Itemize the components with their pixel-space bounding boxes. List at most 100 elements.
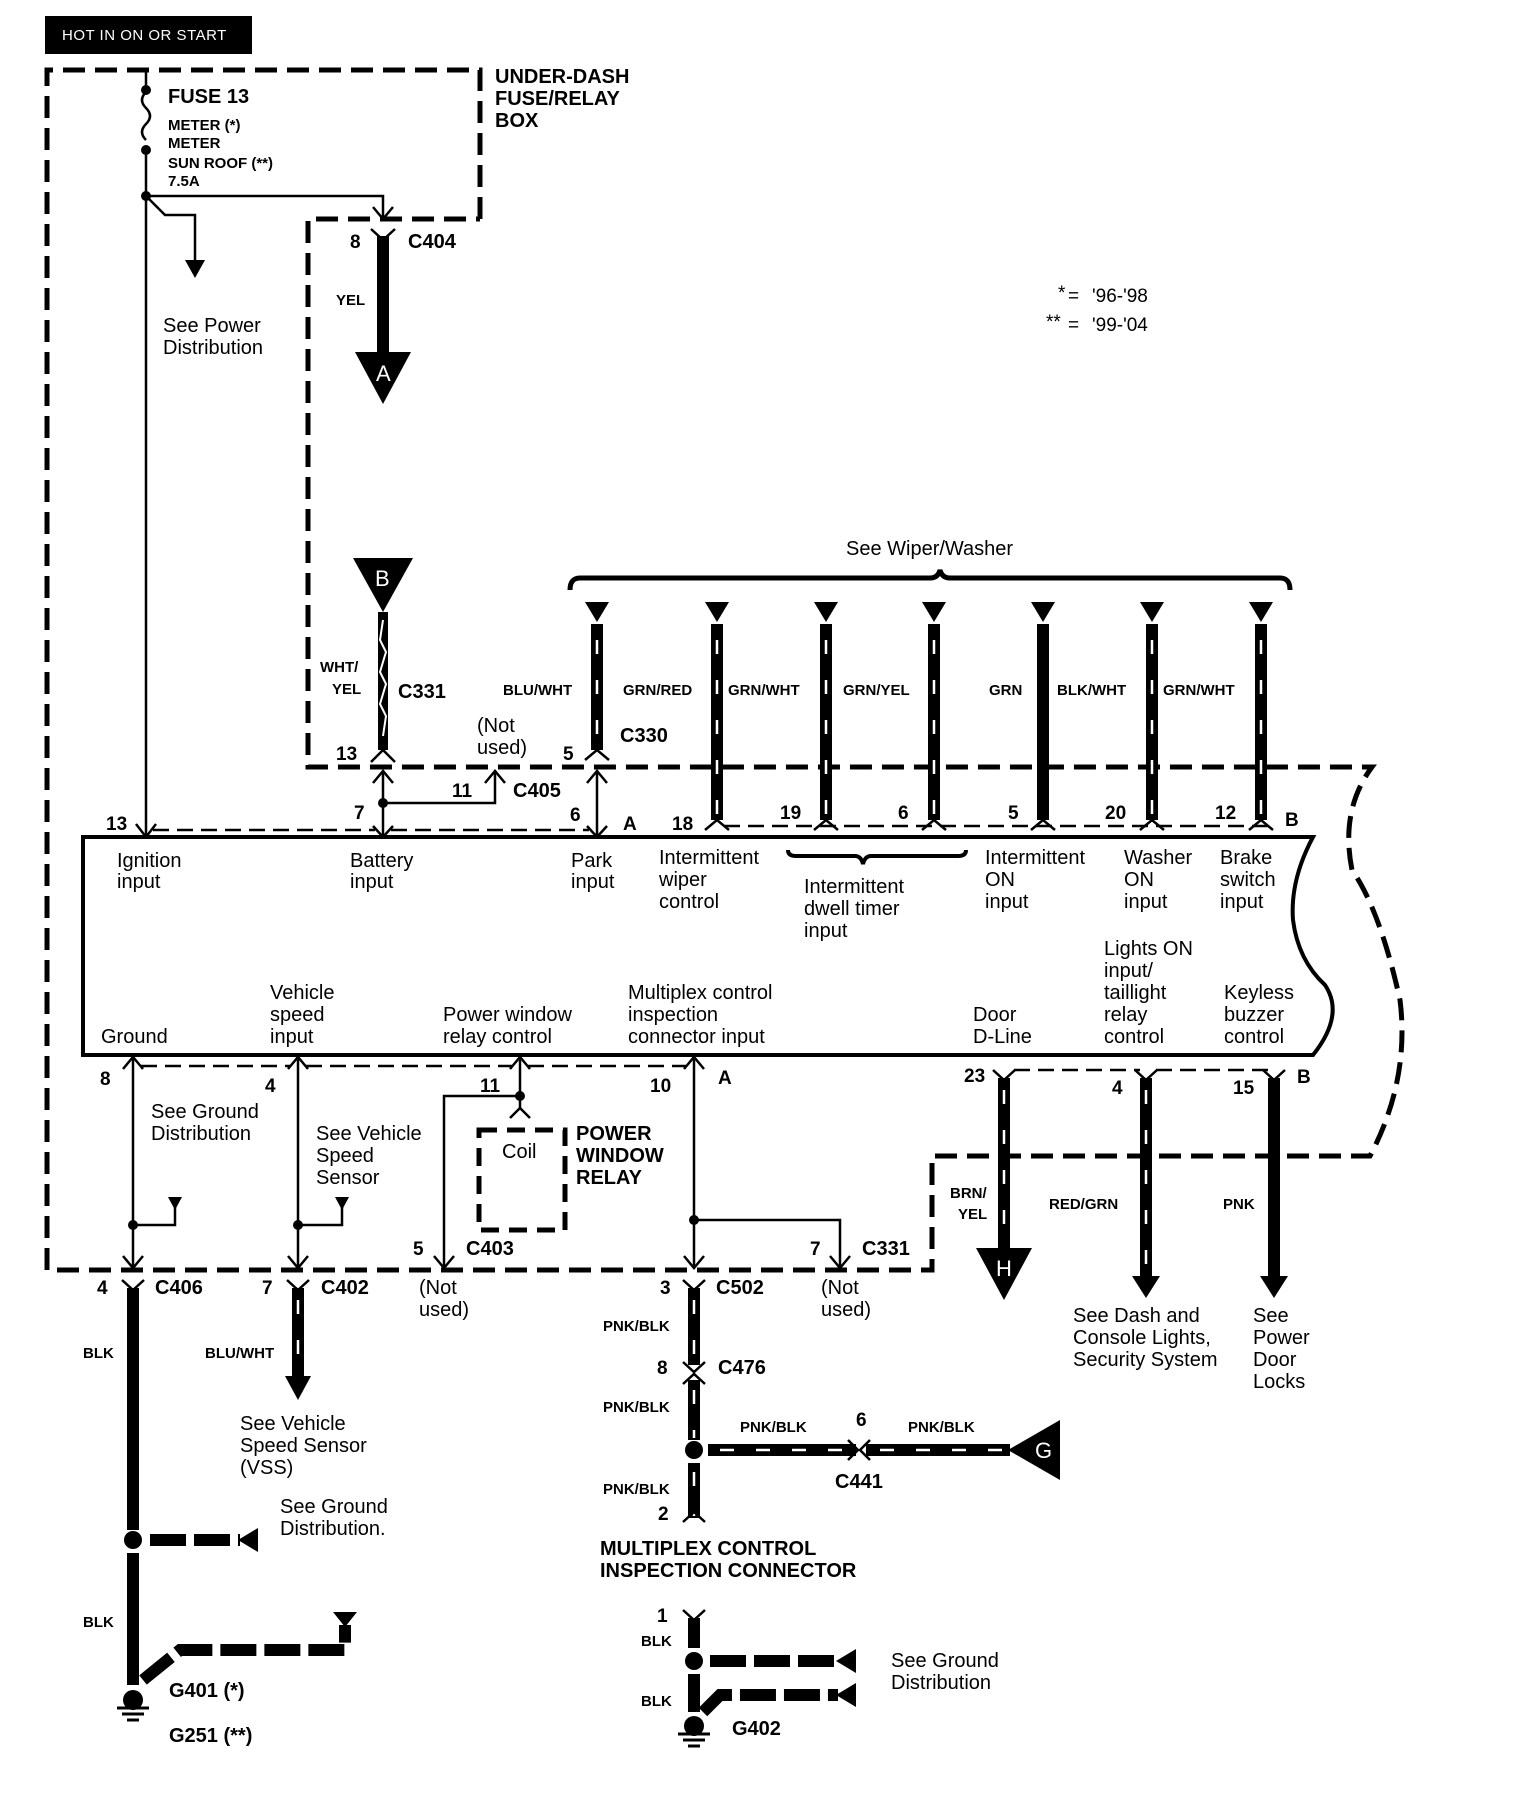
inspection-title-1: MULTIPLEX CONTROL xyxy=(600,1538,816,1560)
lights-ref-2: Console Lights, xyxy=(1073,1327,1211,1349)
label-multiplex-3: connector input xyxy=(628,1026,765,1048)
label-ignition-1: Ignition xyxy=(117,850,182,872)
g401-label: G401 (*) xyxy=(169,1680,245,1702)
vss-ref-3: Sensor xyxy=(316,1167,380,1189)
c441-pin: 6 xyxy=(856,1410,867,1431)
label-dwell-2: dwell timer xyxy=(804,898,900,920)
power-ref-1: See Power xyxy=(163,315,261,337)
module-connector-b-top: B xyxy=(1285,810,1299,831)
label-washer-2: ON xyxy=(1124,869,1154,891)
relay-coil-label: Coil xyxy=(502,1141,536,1163)
wiper-wire-pin: 5 xyxy=(1008,803,1019,824)
connector-a-triangle-icon xyxy=(355,352,411,404)
c331-top-pin: 13 xyxy=(336,744,357,765)
wiper-wire-color-label: GRN xyxy=(989,682,1022,699)
module-pin-multiplex: 10 xyxy=(650,1076,671,1097)
label-park-2: input xyxy=(571,871,615,893)
legend-years-2: '99-'04 xyxy=(1092,315,1148,336)
svg-text:=: = xyxy=(1068,286,1079,307)
label-brake-2: switch xyxy=(1220,869,1276,891)
inspection-ground-ref-1: See Ground xyxy=(891,1650,999,1672)
vss-ref-1: See Vehicle xyxy=(316,1123,422,1145)
lights-ref-1: See Dash and xyxy=(1073,1305,1200,1327)
svg-text:=: = xyxy=(1068,315,1079,336)
label-ground: Ground xyxy=(101,1026,168,1048)
relay-title-3: RELAY xyxy=(576,1167,643,1189)
wire-source-triangle-icon xyxy=(814,602,838,622)
ground-g401-icon xyxy=(117,1690,149,1722)
label-dwell-3: input xyxy=(804,920,848,942)
c404-wire-label: YEL xyxy=(336,292,365,309)
wiper-wire-color-label: GRN/WHT xyxy=(728,682,800,699)
relay-title-1: POWER xyxy=(576,1123,652,1145)
fuse-desc-1: METER (*) xyxy=(168,117,241,134)
keyless-ref-4: Locks xyxy=(1253,1371,1305,1393)
c331-bottom-note-2: used) xyxy=(821,1299,871,1321)
c406-pin: 4 xyxy=(97,1278,108,1299)
c330-name: C330 xyxy=(620,725,668,747)
c441-wire-right-label: PNK/BLK xyxy=(908,1419,975,1436)
label-keyless-1: Keyless xyxy=(1224,982,1294,1004)
connector-h-triangle-icon xyxy=(976,1248,1032,1300)
c331-wire-label-2: YEL xyxy=(332,681,361,698)
fuse-name: FUSE 13 xyxy=(168,86,249,108)
wiper-washer-brace xyxy=(567,569,1293,591)
label-battery-2: input xyxy=(350,871,394,893)
ground-ref-2: Distribution xyxy=(151,1123,251,1145)
g402-label: G402 xyxy=(732,1718,781,1740)
wiper-wire-color-label: BLU/WHT xyxy=(503,682,572,699)
c441-wire-left-label: PNK/BLK xyxy=(740,1419,807,1436)
connector-g-triangle-icon xyxy=(1008,1420,1060,1480)
label-multiplex-2: inspection xyxy=(628,1004,718,1026)
ground-splice-ref-1: See Ground xyxy=(280,1496,388,1518)
keyless-wire-label: PNK xyxy=(1223,1196,1255,1213)
fuse-desc-4: 7.5A xyxy=(168,173,200,190)
module-pin-ignition: 13 xyxy=(106,814,127,835)
c405-note-1: (Not xyxy=(477,715,515,737)
wire-source-triangle-icon xyxy=(705,602,729,622)
label-door-2: D-Line xyxy=(973,1026,1032,1048)
module-pin-lights: 4 xyxy=(1112,1078,1123,1099)
c406-name: C406 xyxy=(155,1277,203,1299)
label-lights-5: control xyxy=(1104,1026,1164,1048)
lower-blk-wire-label: BLK xyxy=(641,1693,672,1710)
multiplex-control-unit xyxy=(81,835,1335,1057)
c403-pin: 5 xyxy=(413,1239,424,1260)
legend-symbol-1: * xyxy=(1058,283,1066,304)
c331-top-name: C331 xyxy=(398,681,446,703)
wiper-wire-color-label: BLK/WHT xyxy=(1057,682,1126,699)
power-distribution-branch xyxy=(145,195,197,265)
module-pin-battery: 7 xyxy=(354,803,365,824)
label-vss-2: speed xyxy=(270,1004,325,1026)
vss-ref-2: Speed xyxy=(316,1145,374,1167)
wiper-wire-color-label: GRN/WHT xyxy=(1163,682,1235,699)
module-top-labels: Ignition input Battery input Park input … xyxy=(117,847,1276,942)
fuse-box-title-1: UNDER-DASH xyxy=(495,66,629,88)
ground-ref-1: See Ground xyxy=(151,1101,259,1123)
label-lights-3: taillight xyxy=(1104,982,1167,1004)
wiper-wire-pin: 6 xyxy=(898,803,909,824)
wiper-wire-color-label: GRN/RED xyxy=(623,682,692,699)
wiper-washer-ref: See Wiper/Washer xyxy=(846,538,1013,560)
inspection-pin2: 2 xyxy=(658,1504,669,1525)
label-pw-relay-1: Power window xyxy=(443,1004,573,1026)
wiper-wire-pin: 20 xyxy=(1105,803,1126,824)
label-int-wiper-3: control xyxy=(659,891,719,913)
label-vss-1: Vehicle xyxy=(270,982,335,1004)
label-keyless-3: control xyxy=(1224,1026,1284,1048)
label-washer-1: Washer xyxy=(1124,847,1193,869)
module-connector-a-top: A xyxy=(623,814,637,835)
pnk-blk-splice-dot xyxy=(685,1441,703,1459)
c476-wire-label: PNK/BLK xyxy=(603,1399,670,1416)
module-bottom-connector-line xyxy=(141,1064,1270,1072)
label-int-on-2: ON xyxy=(985,869,1015,891)
arrow-down-icon xyxy=(185,260,205,278)
label-int-on-3: input xyxy=(985,891,1029,913)
connector-a-letter: A xyxy=(376,361,391,386)
module-pin-ground: 8 xyxy=(100,1069,111,1090)
lights-ref-3: Security System xyxy=(1073,1349,1217,1371)
module-connector-b-bottom: B xyxy=(1297,1067,1311,1088)
